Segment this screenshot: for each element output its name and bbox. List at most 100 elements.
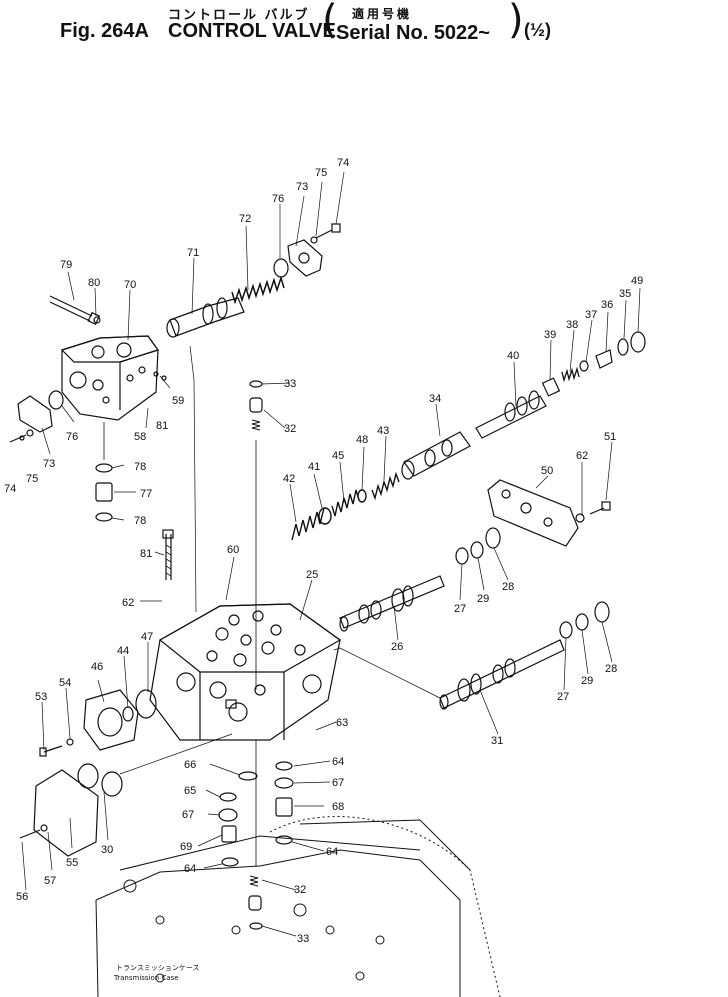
spool-39-38-37-icon [541, 331, 646, 397]
figure-header: コントロール バルブ 適用号機 Fig. 264A CONTROL VALVE … [0, 0, 728, 60]
spool-31-icon [439, 601, 610, 710]
callout-56: 56 [16, 891, 28, 903]
open-paren: ( [322, 0, 338, 43]
callout-73-left: 73 [43, 458, 55, 470]
callout-32-top: 32 [284, 423, 296, 435]
plugs-lower-icon [218, 740, 294, 930]
callout-58: 58 [134, 431, 146, 443]
callout-47: 47 [141, 631, 153, 643]
callout-67-left: 67 [182, 809, 194, 821]
callout-54: 54 [59, 677, 71, 689]
callout-77: 77 [140, 488, 152, 500]
callout-43: 43 [377, 425, 389, 437]
spool-34-icon [401, 390, 547, 480]
transmission-case-caption: トランスミッションケース Transmission Case [113, 964, 200, 982]
close-paren: ) [508, 0, 524, 43]
callout-59: 59 [172, 395, 184, 407]
callout-39: 39 [544, 329, 556, 341]
callout-57: 57 [44, 875, 56, 887]
serial-range: Serial No. 5022~ [336, 22, 490, 44]
callout-79: 79 [60, 259, 72, 271]
callout-62-left: 62 [122, 597, 134, 609]
callout-33-bottom: 33 [297, 933, 309, 945]
callout-74-left: 74 [4, 483, 16, 495]
callout-64-lower-left: 64 [184, 863, 196, 875]
callout-75: 75 [315, 167, 327, 179]
callout-71: 71 [187, 247, 199, 259]
callout-55: 55 [66, 857, 78, 869]
callout-26: 26 [391, 641, 403, 653]
callout-37: 37 [585, 309, 597, 321]
caption-english: Transmission Case [113, 974, 179, 982]
callout-35: 35 [619, 288, 631, 300]
callout-76: 76 [272, 193, 284, 205]
cover-plate-top-icon [273, 223, 341, 278]
callout-29-upper: 29 [477, 593, 489, 605]
transmission-case-outline [95, 816, 501, 997]
caption-japanese: トランスミッションケース [116, 964, 200, 972]
callout-25: 25 [306, 569, 318, 581]
callout-64-lower-right: 64 [326, 846, 338, 858]
callout-33-top: 33 [284, 378, 296, 390]
callout-53: 53 [35, 691, 47, 703]
callout-40: 40 [507, 350, 519, 362]
spool-71-icon [166, 297, 245, 338]
plug-77-icon [95, 422, 113, 522]
callout-64-right: 64 [332, 756, 344, 768]
callout-78-bottom: 78 [134, 515, 146, 527]
callout-80: 80 [88, 277, 100, 289]
figure-number: Fig. 264A [60, 20, 149, 42]
page-title: CONTROL VALVE [168, 20, 336, 42]
callout-73: 73 [296, 181, 308, 193]
callout-38: 38 [566, 319, 578, 331]
bolt-81-icon [162, 529, 174, 580]
callout-41: 41 [308, 461, 320, 473]
callout-51: 51 [604, 431, 616, 443]
japanese-title: コントロール バルブ [168, 8, 310, 23]
callout-70: 70 [124, 279, 136, 291]
callout-49: 49 [631, 275, 643, 287]
callout-67-right: 67 [332, 777, 344, 789]
callout-75-left: 75 [26, 473, 38, 485]
callout-30: 30 [101, 844, 113, 856]
callout-44: 44 [117, 645, 129, 657]
callout-81: 81 [156, 420, 168, 432]
callout-27-upper: 27 [454, 603, 466, 615]
valve-cover-assembly [60, 335, 167, 421]
callout-32-bottom: 32 [294, 884, 306, 896]
callout-81-bolt: 81 [140, 548, 152, 560]
callout-74: 74 [337, 157, 349, 169]
callout-65: 65 [184, 785, 196, 797]
callout-66: 66 [184, 759, 196, 771]
plate-50-icon [487, 479, 611, 547]
spool-26-icon [339, 527, 501, 632]
cover-plate-left-icon [9, 390, 64, 443]
bolt-79-icon [49, 295, 101, 326]
callout-36: 36 [601, 299, 613, 311]
sheet-number: (½) [524, 20, 551, 40]
callout-62-right: 62 [576, 450, 588, 462]
callout-29-lower: 29 [581, 675, 593, 687]
callout-69: 69 [180, 841, 192, 853]
callout-46: 46 [91, 661, 103, 673]
callout-72: 72 [239, 213, 251, 225]
callout-labels: 79 80 70 71 72 76 73 75 74 59 58 81 76 7… [4, 157, 643, 945]
callout-50: 50 [541, 465, 553, 477]
japanese-applicable-models: 適用号機 [352, 7, 413, 21]
callout-78-top: 78 [134, 461, 146, 473]
callout-28-lower: 28 [605, 663, 617, 675]
callout-76-left: 76 [66, 431, 78, 443]
plate-55-icon [19, 763, 123, 857]
callout-60: 60 [227, 544, 239, 556]
callout-48: 48 [356, 434, 368, 446]
callout-63: 63 [336, 717, 348, 729]
spring-72-icon [231, 275, 285, 305]
spring-42-icon [291, 471, 400, 541]
callout-28-upper: 28 [502, 581, 514, 593]
callout-31: 31 [491, 735, 503, 747]
callout-45: 45 [332, 450, 344, 462]
callout-34: 34 [429, 393, 441, 405]
flange-46-icon [39, 689, 157, 757]
callout-42: 42 [283, 473, 295, 485]
